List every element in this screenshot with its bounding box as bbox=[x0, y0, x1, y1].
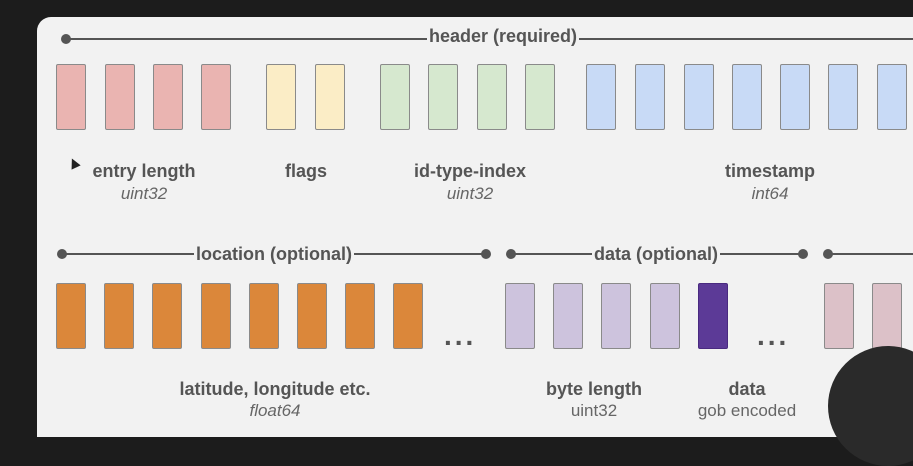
header-id-type-index-byte-box bbox=[525, 64, 555, 130]
header-id-type-index-byte-box bbox=[477, 64, 507, 130]
header-timestamp-byte-box bbox=[586, 64, 616, 130]
payload-location-byte-box bbox=[56, 283, 86, 349]
header-timestamp-byte-box bbox=[684, 64, 714, 130]
data-ellipsis: ... bbox=[757, 320, 790, 351]
header-entry-length-byte-box bbox=[201, 64, 231, 130]
location-line-end-dot bbox=[481, 249, 491, 259]
id-type-index-label: id-type-index bbox=[413, 161, 526, 181]
header-flags-byte-box bbox=[315, 64, 345, 130]
header-timestamp-byte-box bbox=[877, 64, 907, 130]
header-timestamp-byte-box bbox=[732, 64, 762, 130]
data-segment-label: data (optional) bbox=[592, 244, 720, 264]
id-type-index-type: uint32 bbox=[446, 184, 494, 203]
header-timestamp-byte-box bbox=[780, 64, 810, 130]
diagram-slide bbox=[37, 17, 913, 437]
header-entry-length-byte-box bbox=[153, 64, 183, 130]
payload-location-byte-box bbox=[201, 283, 231, 349]
header-segment-label: header (required) bbox=[427, 26, 580, 46]
data-line-end-dot bbox=[798, 249, 808, 259]
flags-label: flags bbox=[284, 161, 327, 181]
location-ellipsis: ... bbox=[444, 320, 477, 351]
data-type: gob encoded bbox=[697, 401, 797, 420]
payload-data-length-byte-box bbox=[650, 283, 680, 349]
payload-location-byte-box bbox=[249, 283, 279, 349]
location-segment-label: location (optional) bbox=[194, 244, 354, 264]
header-entry-length-byte-box bbox=[56, 64, 86, 130]
payload-location-byte-box bbox=[152, 283, 182, 349]
payload-trailing-byte-box bbox=[824, 283, 854, 349]
trailing-line bbox=[828, 253, 913, 255]
payload-location-byte-box bbox=[104, 283, 134, 349]
payload-trailing-byte-box bbox=[872, 283, 902, 349]
payload-location-byte-box bbox=[297, 283, 327, 349]
timestamp-label: timestamp bbox=[724, 161, 816, 181]
header-timestamp-byte-box bbox=[635, 64, 665, 130]
header-entry-length-byte-box bbox=[105, 64, 135, 130]
timestamp-type: int64 bbox=[751, 184, 789, 203]
payload-location-byte-box bbox=[393, 283, 423, 349]
header-timestamp-byte-box bbox=[828, 64, 858, 130]
byte-length-type: uint32 bbox=[570, 401, 618, 420]
data-label: data bbox=[728, 379, 766, 399]
location-fields-label: latitude, longitude etc. bbox=[179, 379, 371, 399]
entry-length-label: entry length bbox=[92, 161, 196, 181]
header-id-type-index-byte-box bbox=[428, 64, 458, 130]
entry-length-type: uint32 bbox=[120, 184, 168, 203]
payload-data-length-byte-box bbox=[553, 283, 583, 349]
location-fields-type: float64 bbox=[249, 401, 301, 420]
header-flags-byte-box bbox=[266, 64, 296, 130]
payload-data-length-byte-box bbox=[601, 283, 631, 349]
payload-location-byte-box bbox=[345, 283, 375, 349]
header-id-type-index-byte-box bbox=[380, 64, 410, 130]
byte-length-label: byte length bbox=[545, 379, 642, 399]
payload-data-payload-byte-box bbox=[698, 283, 728, 349]
payload-data-length-byte-box bbox=[505, 283, 535, 349]
